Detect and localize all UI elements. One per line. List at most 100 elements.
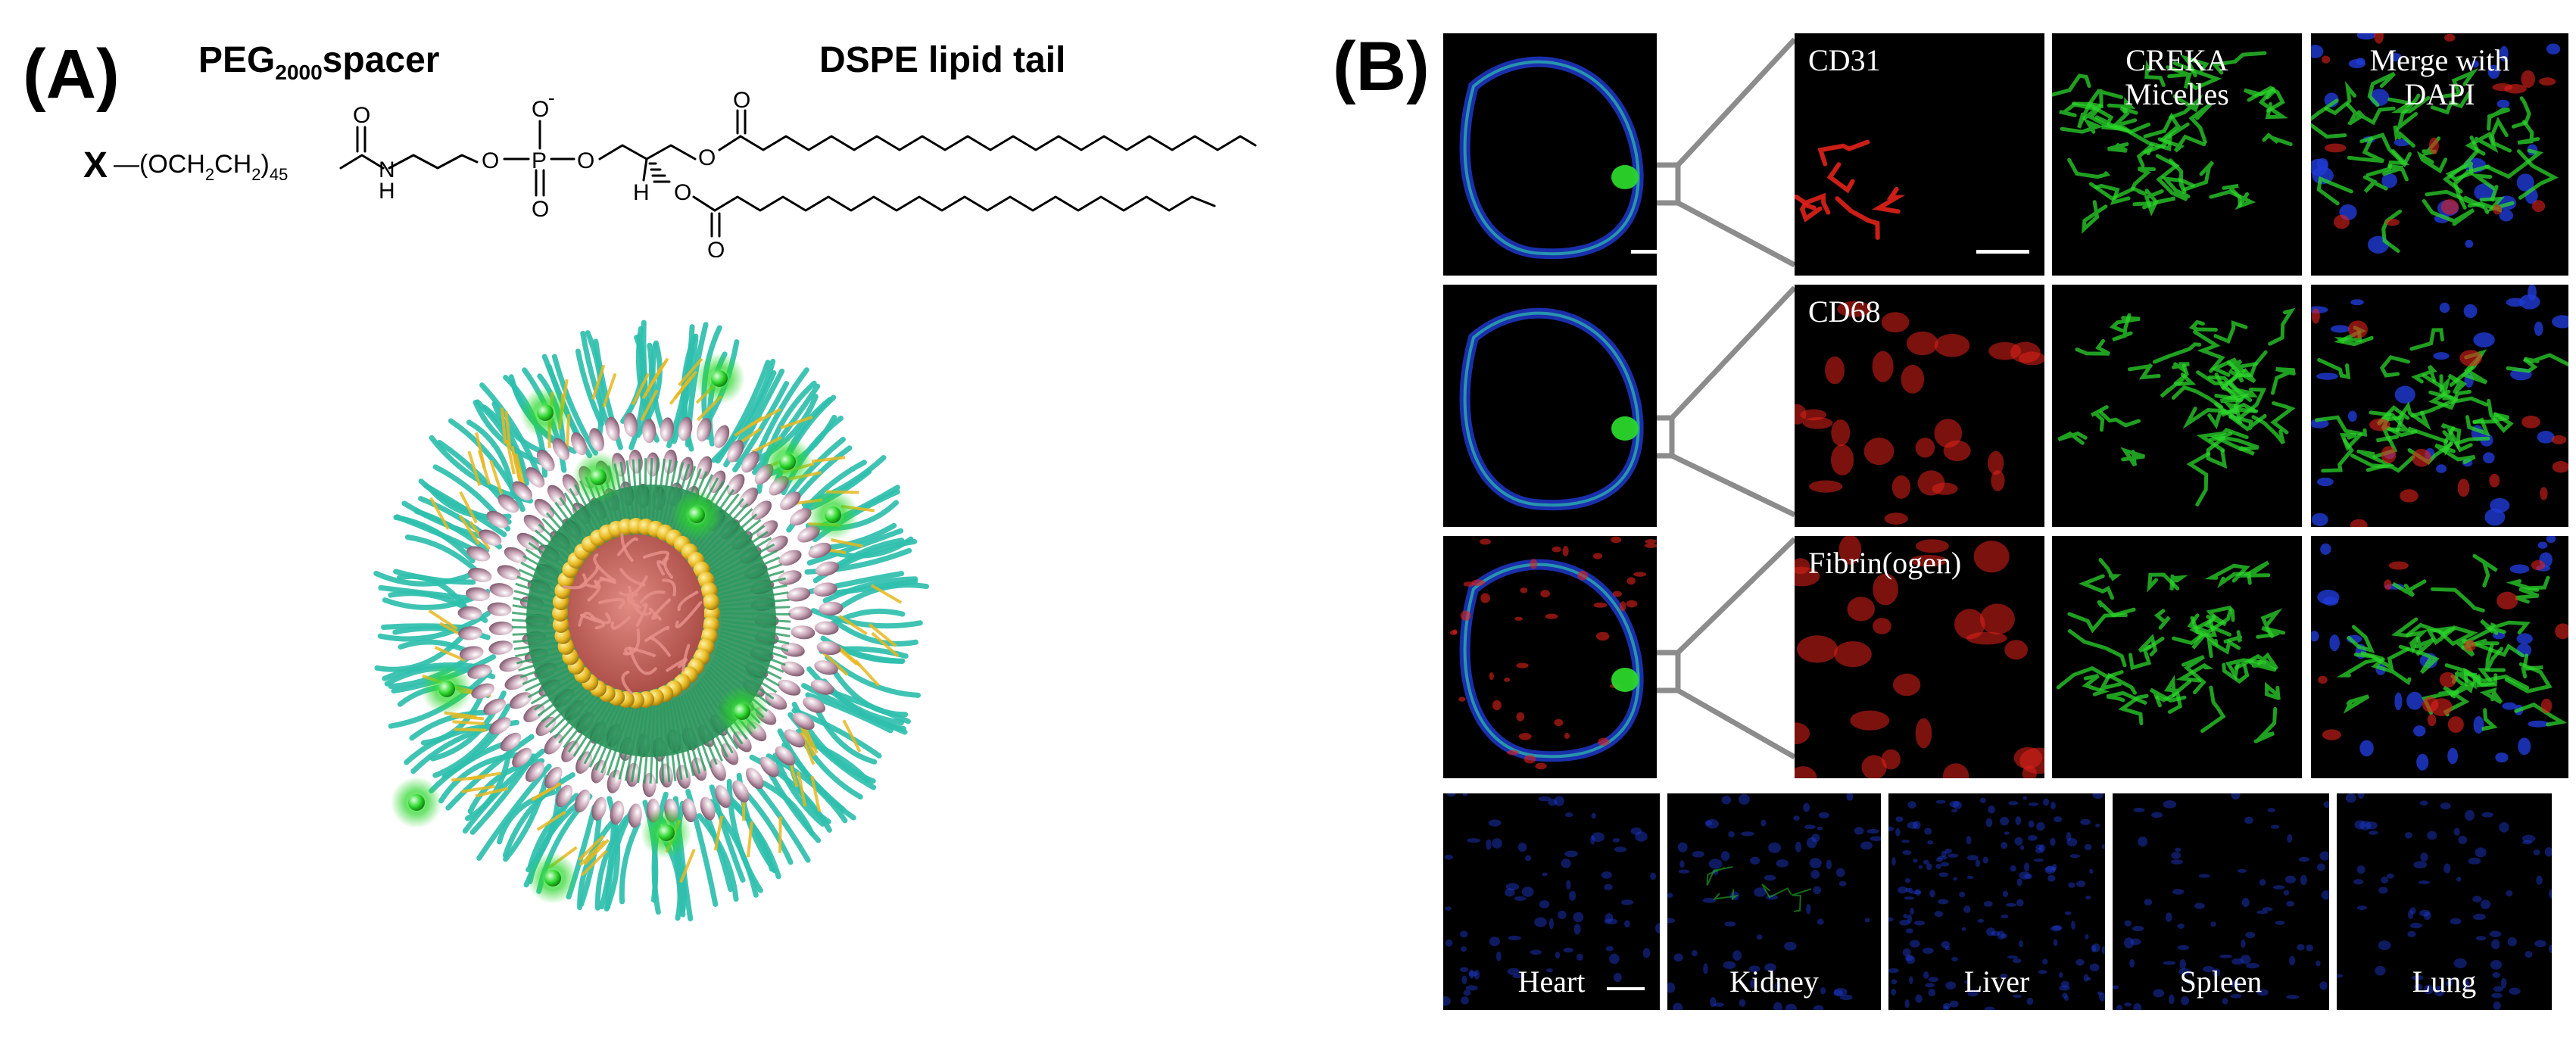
green-signal xyxy=(2147,572,2180,593)
peg-strand xyxy=(833,619,918,647)
green-signal xyxy=(2514,702,2568,727)
blue-signal xyxy=(2246,962,2259,969)
pink-headgroup xyxy=(745,768,764,790)
green-signal xyxy=(2315,415,2367,437)
blue-signal xyxy=(1704,820,1713,826)
lipid-tail xyxy=(674,698,695,777)
red-signal xyxy=(1619,601,1626,612)
blue-signal xyxy=(2369,831,2378,835)
vessel-wall xyxy=(1459,56,1644,260)
blue-signal xyxy=(1507,968,1520,976)
blue-signal xyxy=(2311,631,2319,642)
blue-signal xyxy=(2005,902,2017,907)
red-signal xyxy=(1892,673,1921,697)
green-signal xyxy=(2057,431,2088,445)
blue-signal xyxy=(1673,1002,1683,1010)
linker-strand xyxy=(467,450,482,486)
blue-signal xyxy=(2518,737,2531,756)
red-signal xyxy=(1915,539,1949,553)
green-signal xyxy=(2347,137,2384,164)
blue-signal xyxy=(2440,802,2451,810)
green-signal xyxy=(2233,387,2267,422)
green-signal xyxy=(2106,690,2147,705)
blue-signal xyxy=(1975,859,1981,868)
blue-signal xyxy=(1750,979,1755,989)
lipid-tail xyxy=(720,612,791,615)
pink-headgroup xyxy=(610,800,625,825)
blue-signal xyxy=(1468,971,1478,977)
blue-signal xyxy=(2000,816,2010,826)
blue-signal xyxy=(2053,939,2058,946)
bond xyxy=(339,154,385,170)
pink-headgroup xyxy=(512,747,532,768)
green-signal xyxy=(2155,690,2183,714)
organ-label: Lung xyxy=(2412,965,2477,999)
blue-signal xyxy=(2480,899,2491,909)
blue-signal xyxy=(1924,827,1932,835)
blue-signal xyxy=(1923,971,1929,979)
blue-signal xyxy=(1961,927,1966,931)
red-signal xyxy=(2440,199,2459,215)
hydrophobic-core xyxy=(563,532,704,695)
blue-signal xyxy=(1963,905,1971,914)
blue-signal xyxy=(1667,982,1676,993)
green-signal xyxy=(2265,681,2281,700)
blue-signal xyxy=(2356,865,2365,874)
blue-signal xyxy=(2222,998,2228,1005)
green-signal xyxy=(2182,160,2215,192)
blue-signal xyxy=(2066,832,2072,842)
red-signal xyxy=(1799,201,1823,223)
green-signal xyxy=(2228,359,2258,373)
blue-signal xyxy=(1517,842,1527,852)
core-strand xyxy=(593,553,615,581)
pink-headgroup xyxy=(778,570,802,585)
red-signal xyxy=(2385,218,2400,226)
lipid-chain-upper xyxy=(739,135,1257,151)
pink-headgroup xyxy=(739,488,758,508)
vessel-wall xyxy=(1459,559,1644,762)
lipid-tail xyxy=(706,531,769,573)
green-signal xyxy=(2445,161,2474,182)
blue-signal xyxy=(2447,977,2453,986)
blue-signal xyxy=(1613,972,1622,982)
blue-signal xyxy=(2465,810,2475,821)
thrombus-signal xyxy=(1611,416,1639,441)
blue-signal xyxy=(2394,385,2415,404)
atom-o-minus: O xyxy=(532,97,549,122)
blue-signal xyxy=(2050,801,2056,809)
green-signal xyxy=(2440,422,2462,451)
blue-signal xyxy=(1703,963,1708,974)
blue-signal xyxy=(1967,989,1979,997)
blue-signal xyxy=(2472,896,2482,902)
red-signal xyxy=(1954,609,1985,640)
linker-strand xyxy=(504,411,512,447)
green-signal xyxy=(2515,587,2540,604)
blue-signal xyxy=(2024,873,2033,880)
blue-signal xyxy=(1979,797,1986,803)
blue-signal xyxy=(1926,863,1932,871)
red-signal xyxy=(1540,590,1550,598)
blue-signal xyxy=(2354,820,2365,830)
blue-signal xyxy=(1474,970,1480,980)
marker-label: CD31 xyxy=(1808,43,1881,77)
lipid-tail xyxy=(630,703,647,783)
blue-signal xyxy=(1776,859,1789,868)
pink-headgroup xyxy=(721,743,739,765)
blue-signal xyxy=(2487,64,2500,79)
creka-peptide xyxy=(408,794,425,811)
peg-strand xyxy=(715,360,771,464)
green-signal xyxy=(2171,385,2224,409)
overview-image xyxy=(1443,33,1657,276)
blue-signal xyxy=(2407,910,2414,919)
green-signal xyxy=(2210,432,2255,456)
blue-signal xyxy=(2499,821,2509,833)
blue-signal xyxy=(2016,878,2022,887)
blue-signal xyxy=(1444,854,1453,860)
green-signal xyxy=(2468,173,2499,202)
blue-signal xyxy=(2453,958,2467,968)
blue-signal xyxy=(2433,352,2450,360)
blue-signal xyxy=(2446,981,2452,987)
peg-strand xyxy=(795,737,871,784)
red-signal xyxy=(2443,33,2456,42)
